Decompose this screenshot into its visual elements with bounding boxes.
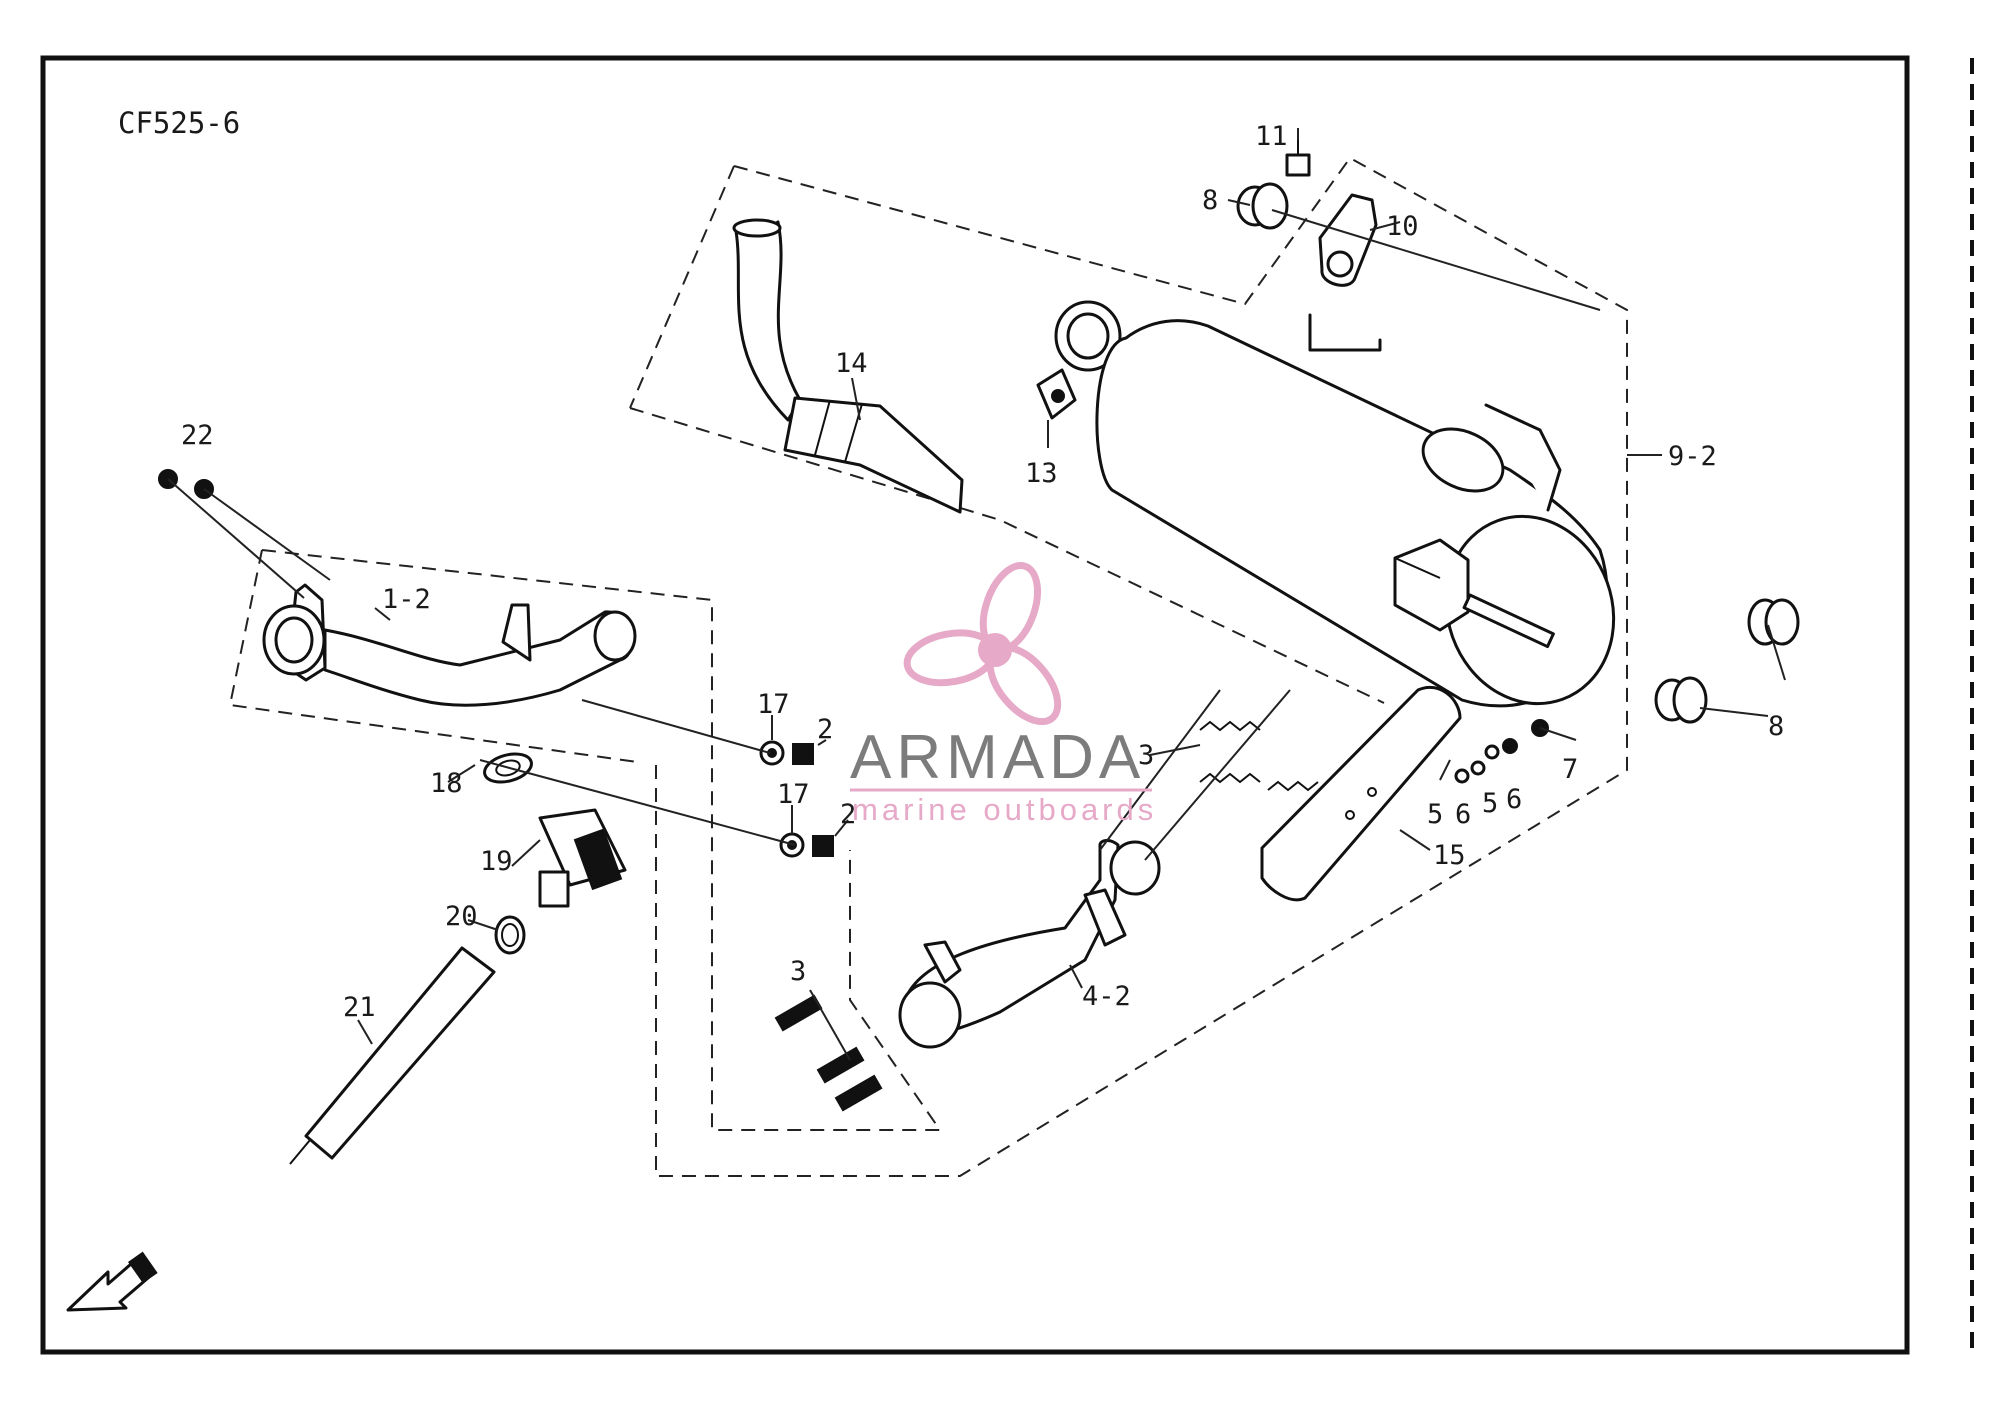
tailpipe-boundary xyxy=(629,165,735,409)
callout-13: 13 xyxy=(1025,458,1058,489)
part-15-heat-shield[interactable] xyxy=(1260,685,1462,902)
front-arrow-icon xyxy=(66,1251,158,1312)
part-8-rubber-mount-lower[interactable] xyxy=(1654,676,1708,724)
callout-18: 18 xyxy=(430,768,463,799)
watermark: ARMADA marine outboards xyxy=(850,562,1157,827)
part-4-2-header-pipe[interactable] xyxy=(898,839,1161,1049)
watermark-brand: ARMADA xyxy=(850,723,1145,792)
part-5-6-7-hardware[interactable] xyxy=(1454,719,1549,784)
part-19-sensor-flange[interactable] xyxy=(538,808,627,908)
part-3-spring-upper[interactable] xyxy=(1199,720,1319,792)
callout-22: 22 xyxy=(181,420,214,451)
callout-10: 10 xyxy=(1386,211,1419,242)
part-3-spring-lower[interactable] xyxy=(774,994,883,1112)
callouts: 11 8 10 14 13 9-2 8 7 5 6 5 6 15 3 4-2 3… xyxy=(181,121,1784,1023)
part-20-o-ring[interactable] xyxy=(494,915,526,955)
muffler-assembly-boundary xyxy=(655,156,1628,1177)
callout-2-lower: 2 xyxy=(840,799,856,830)
part-8-rubber-mount-top[interactable] xyxy=(1236,182,1289,230)
callout-15: 15 xyxy=(1433,840,1466,871)
drawing-code: CF525-6 xyxy=(118,106,240,140)
callout-11: 11 xyxy=(1255,121,1288,152)
drawing-frame xyxy=(40,55,1910,1355)
part-8-rubber-mount-right[interactable] xyxy=(1747,598,1800,646)
callout-3-lower: 3 xyxy=(790,956,806,987)
part-10-bracket[interactable] xyxy=(1318,193,1378,287)
part-13-clamp[interactable] xyxy=(1036,300,1122,420)
part-9-2-muffler[interactable] xyxy=(1095,313,1640,727)
callout-21: 21 xyxy=(343,992,376,1023)
part-2-nut-lower[interactable] xyxy=(812,835,834,857)
callout-7: 7 xyxy=(1562,754,1578,785)
part-1-2-inlet-pipe[interactable] xyxy=(262,583,637,707)
callout-3-upper: 3 xyxy=(1138,740,1154,771)
part-11-bolt[interactable] xyxy=(1285,135,1311,177)
part-2-nut-upper[interactable] xyxy=(792,743,814,765)
part-14-head-pipe[interactable] xyxy=(732,218,964,514)
propeller-icon xyxy=(903,562,1062,726)
callout-8-top: 8 xyxy=(1202,185,1218,216)
callout-4-2: 4-2 xyxy=(1082,981,1131,1012)
callout-19: 19 xyxy=(480,846,513,877)
callout-1-2: 1-2 xyxy=(382,584,431,615)
callout-5b: 5 xyxy=(1482,788,1498,819)
callout-17-upper: 17 xyxy=(757,689,790,720)
callout-2-upper: 2 xyxy=(817,714,833,745)
part-21-tube[interactable] xyxy=(289,946,496,1165)
callout-17-lower: 17 xyxy=(777,779,810,810)
part-17-washer-upper[interactable] xyxy=(759,740,785,766)
watermark-tagline: marine outboards xyxy=(852,792,1157,827)
callout-5a: 5 xyxy=(1427,799,1443,830)
callout-6a: 6 xyxy=(1455,799,1471,830)
callout-14: 14 xyxy=(835,348,868,379)
callout-20: 20 xyxy=(445,901,478,932)
leader-lines xyxy=(357,128,1786,1061)
header-pipe-boundary xyxy=(629,407,1385,704)
callout-8-right: 8 xyxy=(1768,711,1784,742)
callout-9-2: 9-2 xyxy=(1668,441,1717,472)
inlet-pipe-boundary-left xyxy=(228,549,638,763)
callout-6b: 6 xyxy=(1506,784,1522,815)
inlet-pipe-boundary xyxy=(261,549,942,1131)
part-22-bolt-pair[interactable] xyxy=(158,469,331,599)
